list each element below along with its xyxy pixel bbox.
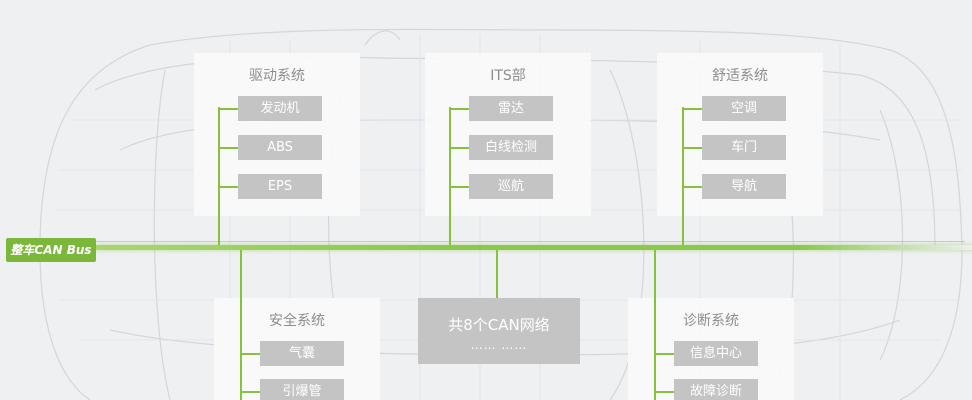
connector-tick xyxy=(449,108,469,110)
powertrain-title: 驱动系统 xyxy=(249,68,305,84)
node-cruise: 巡航 xyxy=(469,174,553,199)
node-eps: EPS xyxy=(238,174,322,199)
safety-title: 安全系统 xyxy=(269,313,325,329)
node-doors: 车门 xyxy=(702,135,786,160)
node-airbag: 气囊 xyxy=(260,341,344,366)
safety-connector xyxy=(240,249,242,400)
powertrain-connector xyxy=(218,107,220,247)
connector-tick xyxy=(654,391,674,393)
connector-tick xyxy=(240,353,260,355)
comfort-title: 舒适系统 xyxy=(712,68,768,84)
more-networks-box: 共8个CAN网络 …… …… xyxy=(418,298,580,364)
diagnostics-connector xyxy=(654,249,656,400)
node-navigation: 导航 xyxy=(702,174,786,199)
comfort-connector xyxy=(682,107,684,247)
node-squib: 引爆管 xyxy=(260,379,344,400)
more-networks-title: 共8个CAN网络 xyxy=(448,316,550,334)
its-connector xyxy=(449,107,451,247)
connector-tick xyxy=(682,147,702,149)
its-title: ITS部 xyxy=(490,68,526,84)
connector-tick xyxy=(449,147,469,149)
node-fault-diagnosis: 故障诊断 xyxy=(674,379,758,400)
node-abs: ABS xyxy=(238,135,322,160)
connector-tick xyxy=(654,353,674,355)
more-networks-ellipsis: …… …… xyxy=(470,338,528,352)
node-air-conditioning: 空调 xyxy=(702,96,786,121)
node-radar: 雷达 xyxy=(469,96,553,121)
node-info-center: 信息中心 xyxy=(674,341,758,366)
connector-tick xyxy=(449,186,469,188)
connector-tick xyxy=(682,186,702,188)
can-bus-line xyxy=(95,245,972,250)
can-bus-glow xyxy=(95,241,965,242)
diagnostics-title: 诊断系统 xyxy=(683,313,739,329)
node-engine: 发动机 xyxy=(238,96,322,121)
node-lane-detection: 白线检测 xyxy=(469,135,553,160)
connector-tick xyxy=(240,391,260,393)
connector-tick xyxy=(682,108,702,110)
connector-tick xyxy=(218,108,238,110)
more-networks-connector xyxy=(496,249,498,298)
can-bus-label: 整车CAN Bus xyxy=(6,238,96,262)
connector-tick xyxy=(218,186,238,188)
connector-tick xyxy=(218,147,238,149)
